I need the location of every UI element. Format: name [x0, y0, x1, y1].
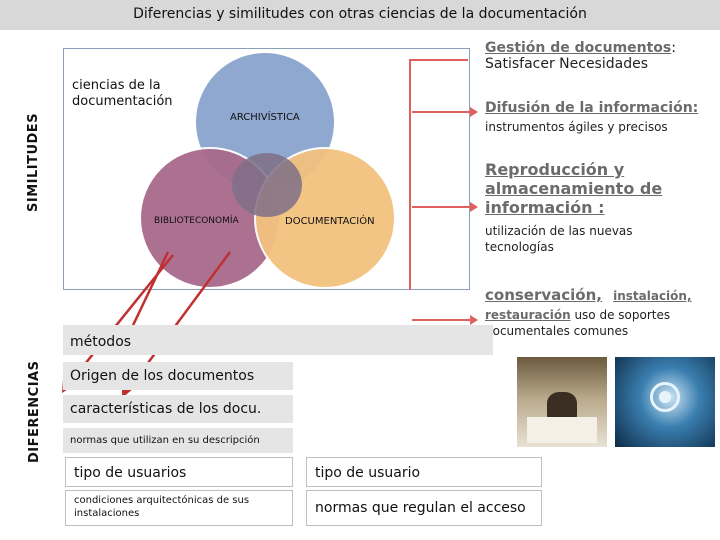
tipo-usuarios-box: tipo de usuarios: [65, 457, 293, 487]
caracteristicas-row: [63, 395, 293, 423]
title-bar: [0, 0, 720, 30]
gestion-title: Gestión de documentos: [485, 40, 672, 56]
normas-acceso-box: normas que regulan el acceso: [306, 490, 542, 526]
right-item-conservacion: conservación, instalación, restauración …: [485, 285, 715, 339]
reproduccion-title: Reproducción y almacenamiento de informa…: [485, 160, 663, 217]
normas-row: [63, 428, 293, 453]
tipo-usuario-box: tipo de usuario: [306, 457, 542, 487]
metodos-label: métodos: [70, 334, 132, 350]
difusion-sub: instrumentos ágiles y precisos: [485, 120, 668, 134]
label-documentacion: DOCUMENTACIÓN: [285, 216, 375, 227]
right-item-reproduccion: Reproducción y almacenamiento de informa…: [485, 160, 685, 255]
origen-label: Origen de los documentos: [70, 368, 255, 384]
label-biblioteconomia: BIBLIOTECONOMÍA: [154, 216, 239, 226]
right-item-difusion: Difusión de la información: instrumentos…: [485, 100, 715, 134]
condiciones-box: condiciones arquitectónicas de sus insta…: [65, 490, 293, 526]
conservacion-title: conservación,: [485, 286, 602, 304]
origen-row: [63, 362, 293, 390]
difusion-title: Difusión de la información:: [485, 100, 699, 116]
restauracion-title: restauración: [485, 308, 571, 322]
page-title: Diferencias y similitudes con otras cien…: [133, 6, 587, 22]
right-item-gestion: Gestión de documentos: Satisfacer Necesi…: [485, 40, 715, 72]
disc-photo: [615, 357, 715, 447]
venn-heading: ciencias de la documentación: [72, 78, 173, 109]
venn-overlap: [232, 153, 302, 217]
gestion-sub: Satisfacer Necesidades: [485, 56, 649, 72]
label-archivistica: ARCHIVÍSTICA: [230, 112, 300, 123]
reproduccion-sub: utilización de las nuevas tecnologías: [485, 224, 633, 254]
metodos-row: [63, 325, 493, 355]
gestion-sep: :: [671, 40, 676, 56]
normas-label: normas que utilizan en su descripción: [70, 435, 260, 446]
conservacion-sub: uso de soportes documentales comunes: [485, 308, 671, 338]
caracteristicas-label: características de los docu.: [70, 401, 262, 417]
instalacion-title: instalación,: [613, 289, 692, 303]
archive-photo: [517, 357, 607, 447]
connectors: [409, 59, 470, 321]
